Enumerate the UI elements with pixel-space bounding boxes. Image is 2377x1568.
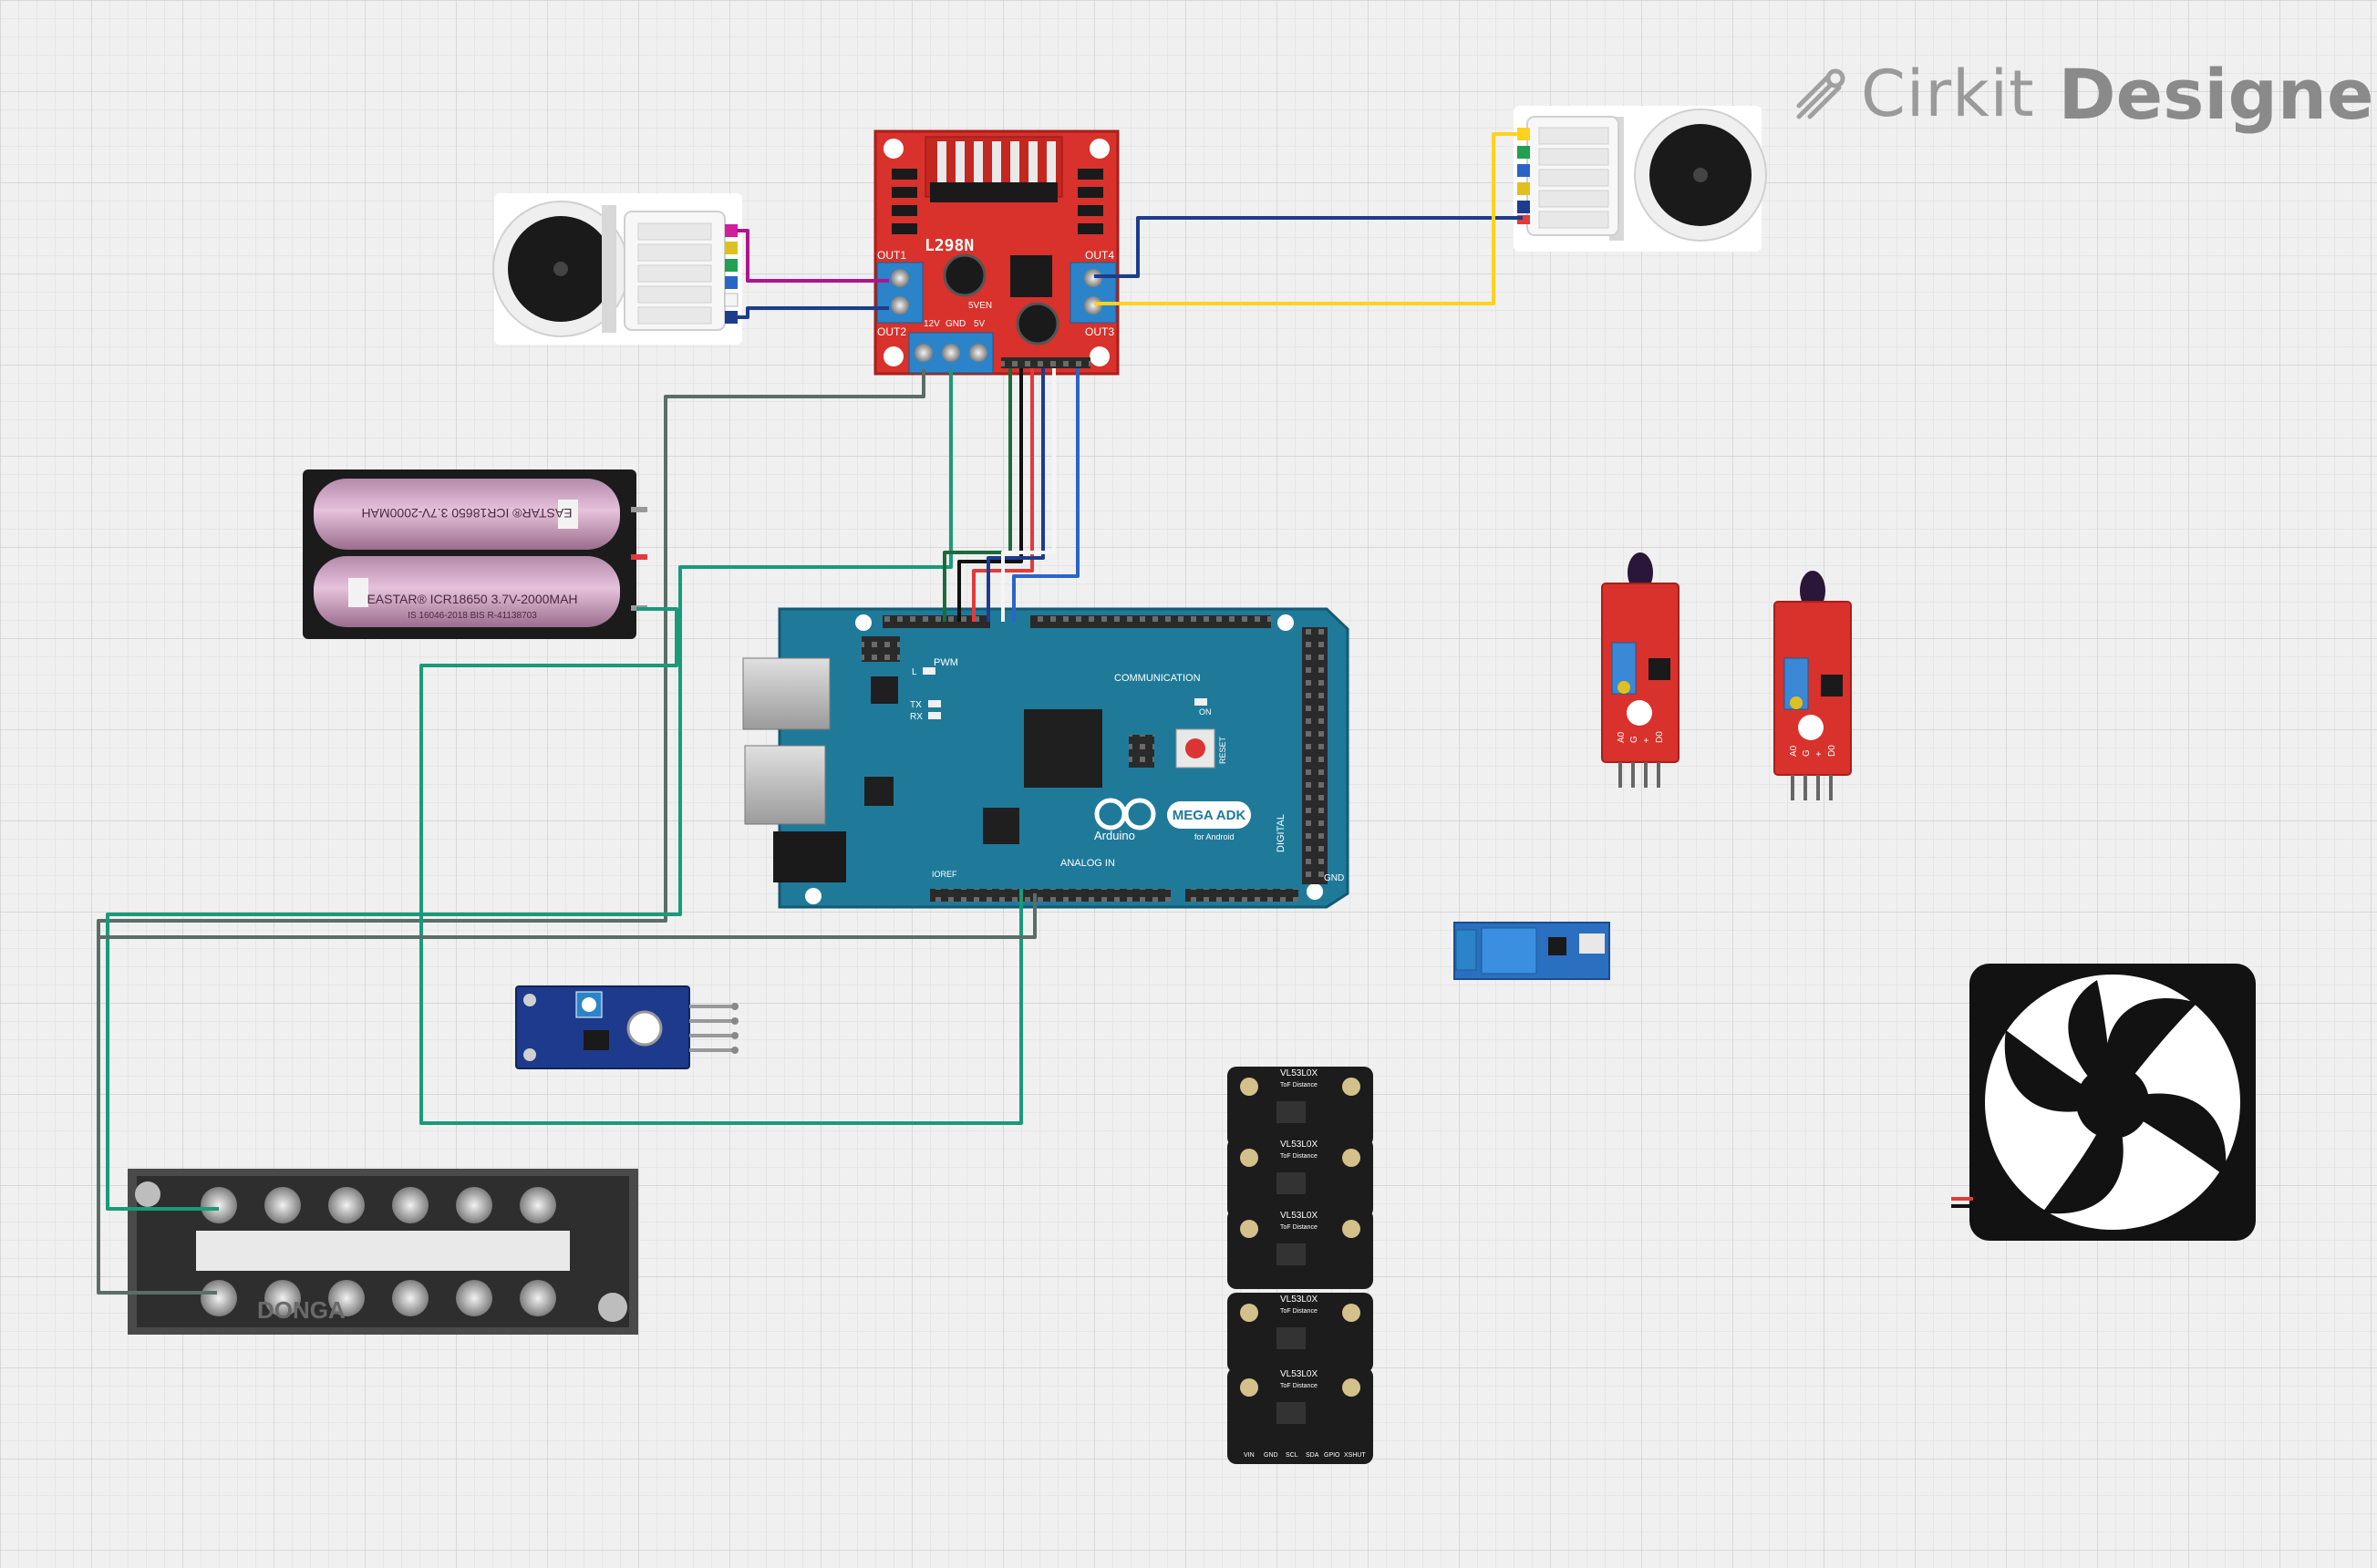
- tof5-pin-gnd: GND: [1264, 1452, 1278, 1459]
- arduino-label-gnd: GND: [1324, 873, 1344, 883]
- tof1-title: VL53L0X: [1280, 1068, 1318, 1078]
- arduino-brand-label: Arduino: [1094, 829, 1135, 842]
- wire-signal-navy[interactable]: [987, 368, 1045, 622]
- flame-sensor-2[interactable]: A0 G + D0: [1773, 571, 1852, 800]
- tof5-pin-sda: SDA: [1306, 1452, 1319, 1459]
- wire-signal-green[interactable]: [943, 368, 1012, 622]
- logo-text-designer: Designer: [2058, 53, 2377, 135]
- driver-label-out4: OUT4: [1085, 249, 1114, 262]
- arduino-label-l: L: [912, 667, 917, 677]
- battery-cell-label-top: EASTAR® ICR18650 3.7V-2000MAH: [361, 506, 572, 521]
- flame1-pin-g: G: [1629, 736, 1639, 743]
- driver-label-out3: OUT3: [1085, 325, 1114, 338]
- dc-fan[interactable]: [1951, 964, 2256, 1241]
- flame1-pin-a0: A0: [1617, 731, 1627, 743]
- cirkit-designer-logo: Cirkit Designer: [1792, 53, 2377, 135]
- wire-stepper-left-magenta[interactable]: [737, 229, 889, 283]
- wire-stepper-left-navy[interactable]: [737, 306, 889, 319]
- light-sensor-module[interactable]: [515, 985, 739, 1069]
- flame2-pin-g: G: [1802, 749, 1812, 757]
- arduino-label-digital: DIGITAL: [1276, 814, 1287, 852]
- tof-sensor-1[interactable]: VL53L0X ToF Distance: [1227, 1067, 1373, 1147]
- tof4-subtitle: ToF Distance: [1280, 1308, 1318, 1315]
- battery-cell-label-bottom: EASTAR® ICR18650 3.7V-2000MAH: [367, 592, 577, 606]
- tof-sensor-5[interactable]: VL53L0X ToF Distance VIN GND SCL SDA GPI…: [1227, 1367, 1373, 1464]
- driver-label-12v: 12V: [924, 319, 940, 329]
- tof2-title: VL53L0X: [1280, 1140, 1318, 1150]
- driver-label-out2: OUT2: [877, 325, 906, 338]
- tof-sensor-4[interactable]: VL53L0X ToF Distance: [1227, 1293, 1373, 1373]
- tof5-pin-scl: SCL: [1286, 1452, 1298, 1459]
- wires: [97, 132, 1523, 1295]
- flame2-pin-a0: A0: [1789, 745, 1799, 757]
- tof5-pin-gpio: GPIO: [1324, 1452, 1340, 1459]
- logo-text-cirkit: Cirkit: [1861, 57, 2035, 131]
- arduino-label-tx: TX: [910, 700, 922, 710]
- wire-stepper-right-yellow[interactable]: [1094, 132, 1523, 305]
- terminal-block-label: DONGA: [257, 1296, 346, 1324]
- wire-signal-white[interactable]: [1001, 368, 1056, 622]
- tof1-subtitle: ToF Distance: [1280, 1082, 1318, 1088]
- arduino-mega-adk[interactable]: Arduino MEGA ADK for Android PWM COMMUNI…: [742, 607, 1349, 909]
- wire-battery-to-terminal[interactable]: [419, 607, 1023, 1125]
- tof5-pin-xshut: XSHUT: [1344, 1452, 1366, 1459]
- tof5-pin-vin: VIN: [1244, 1452, 1255, 1459]
- relay-module[interactable]: [1453, 922, 1610, 980]
- wire-arduino-gnd-gray[interactable]: [98, 893, 1037, 939]
- arduino-label-ioref: IOREF: [932, 870, 957, 879]
- stepper-motor-right[interactable]: [1514, 106, 1767, 252]
- tof-sensor-3[interactable]: VL53L0X ToF Distance: [1227, 1209, 1373, 1289]
- arduino-label-reset: RESET: [1218, 736, 1227, 764]
- wire-driver-12v-green[interactable]: [106, 369, 953, 1211]
- tof5-subtitle: ToF Distance: [1280, 1383, 1318, 1389]
- flame2-pin-plus: +: [1814, 751, 1824, 757]
- arduino-label-communication: COMMUNICATION: [1114, 673, 1201, 684]
- motor-driver-l298n[interactable]: L298N OUT1 OUT2 OUT3 OUT4 12V GND 5V 5VE…: [873, 129, 1120, 376]
- wire-stepper-right-navy[interactable]: [1094, 216, 1523, 278]
- tof5-title: VL53L0X: [1280, 1369, 1318, 1379]
- driver-label-5v: 5V: [974, 319, 986, 329]
- flame1-pin-plus: +: [1642, 738, 1652, 743]
- tof2-subtitle: ToF Distance: [1280, 1153, 1318, 1160]
- battery-pack-18650[interactable]: EASTAR® ICR18650 3.7V-2000MAH EASTAR® IC…: [303, 469, 647, 639]
- driver-label-gnd: GND: [946, 319, 966, 329]
- flame-sensor-1[interactable]: A0 G + D0: [1601, 552, 1679, 788]
- tof3-subtitle: ToF Distance: [1280, 1224, 1318, 1231]
- arduino-label-pwm: PWM: [934, 657, 958, 668]
- tof3-title: VL53L0X: [1280, 1211, 1318, 1221]
- arduino-badge: MEGA ADK: [1173, 808, 1246, 823]
- tof4-title: VL53L0X: [1280, 1295, 1318, 1305]
- cirkit-logo-icon: [1796, 68, 1845, 119]
- driver-label-5ven: 5VEN: [968, 301, 992, 311]
- driver-model-label: L298N: [925, 236, 974, 255]
- terminal-block[interactable]: DONGA: [128, 1169, 638, 1335]
- battery-cell-sub-bottom: IS 16046-2018 BIS R-41138703: [408, 611, 537, 621]
- tof-sensor-2[interactable]: VL53L0X ToF Distance: [1227, 1138, 1373, 1218]
- arduino-label-analog-in: ANALOG IN: [1060, 858, 1115, 869]
- arduino-label-rx: RX: [910, 712, 923, 722]
- arduino-badge-sub: for Android: [1194, 832, 1235, 841]
- driver-label-out1: OUT1: [877, 249, 906, 262]
- flame1-pin-d0: D0: [1655, 731, 1665, 743]
- arduino-label-on: ON: [1199, 707, 1212, 717]
- wire-driver-gnd-gray[interactable]: [97, 369, 925, 1295]
- wire-signal-blue[interactable]: [1012, 368, 1080, 622]
- stepper-motor-left[interactable]: [492, 193, 742, 345]
- flame2-pin-d0: D0: [1827, 745, 1837, 757]
